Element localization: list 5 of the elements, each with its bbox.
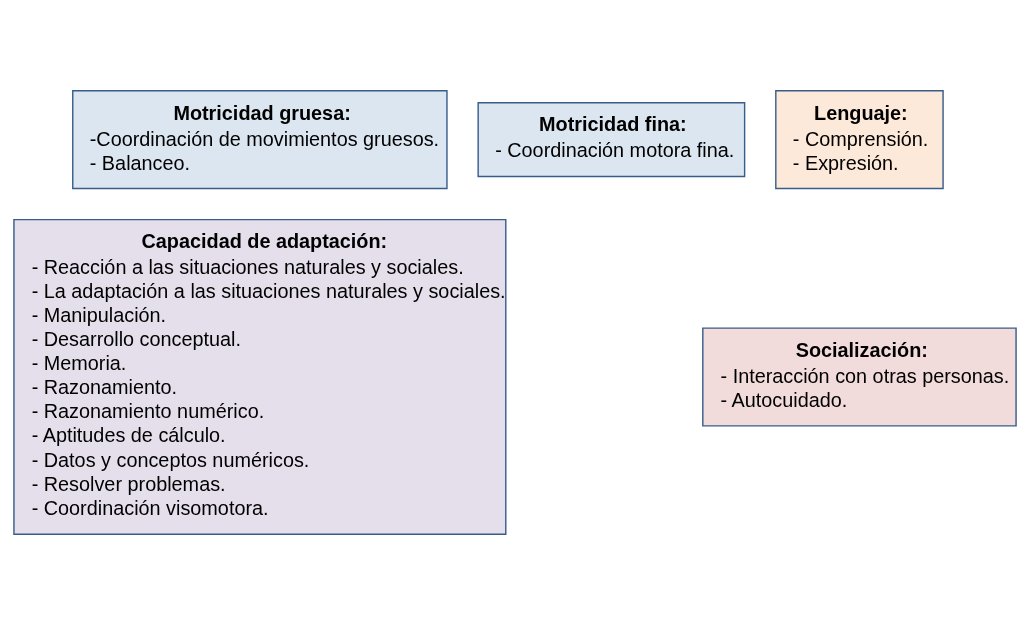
node-box: Socialización: - Interacción con otras personas. - Autocuidado. xyxy=(702,326,1017,427)
node-box: Motricidad fina: - Coordinación motora fina. xyxy=(477,101,746,177)
node-box: Lenguaje: - Comprensión. - Expresión. xyxy=(775,89,944,189)
node-box: Capacidad de adaptación: - Reacción a las situaciones naturales y sociales. - La adaptación a las situaciones naturales y sociales. - Manipulación. - Desarrollo conceptual. - Memoria. - Razonamiento. - Razonamiento numérico. - Aptitudes de cálculo. - Datos y conceptos numéricos. - Resolver problemas. - Coordinación visomotora. xyxy=(13,218,507,535)
node-box: Motricidad gruesa: -Coordinación de movimientos gruesos. - Balanceo. xyxy=(72,89,448,189)
